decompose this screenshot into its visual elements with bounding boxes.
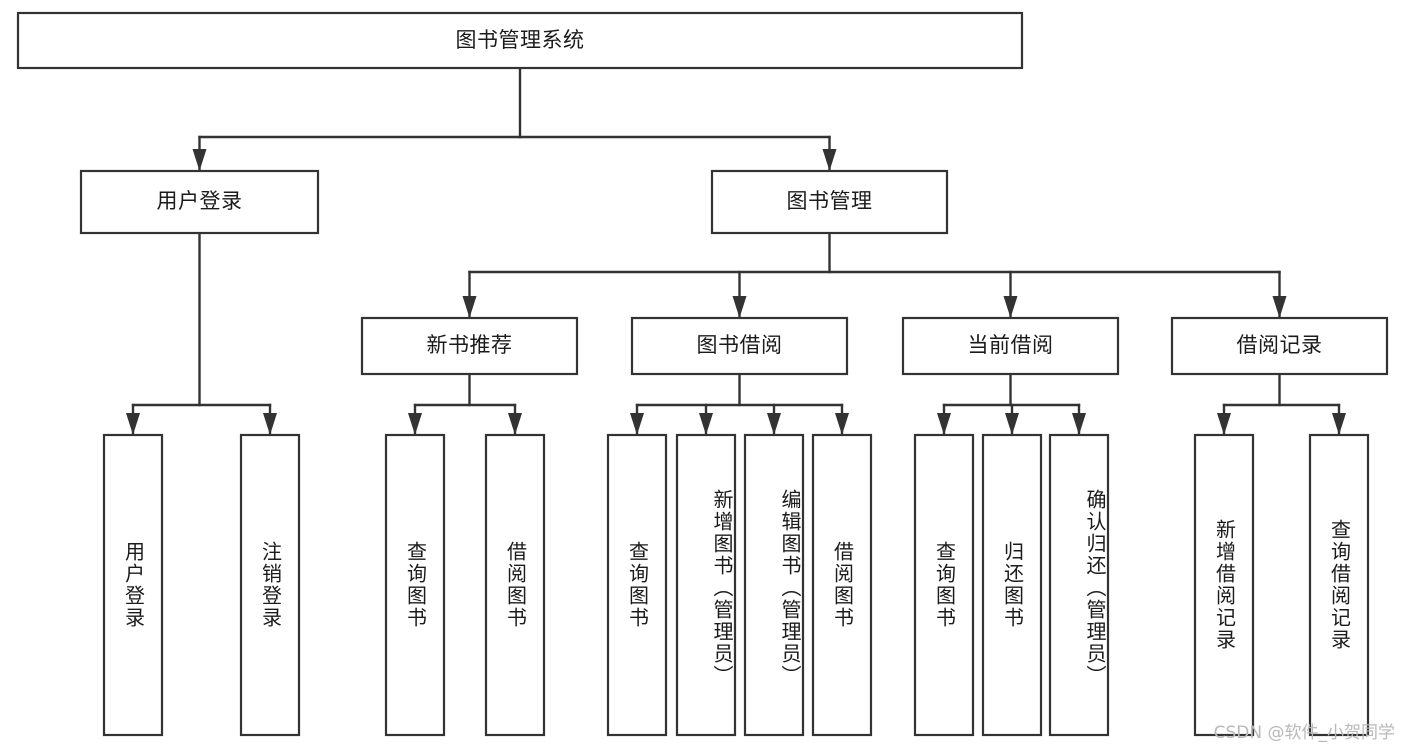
arrow-head-icon-borrow-record	[1272, 296, 1287, 318]
arrow-head-icon-leaf-add-borrow-record	[1217, 413, 1231, 435]
node-box-leaf-add-book	[675, 433, 737, 737]
node-box-leaf-query-borrow-record	[1308, 433, 1370, 737]
arrow-head-icon-leaf-confirm-return	[1072, 413, 1086, 435]
arrow-head-icon-leaf-add-book	[699, 413, 713, 435]
node-box-book-borrow	[630, 316, 849, 376]
node-box-leaf-logout	[239, 433, 301, 737]
arrow-head-icon-leaf-query-book-current	[937, 413, 951, 435]
arrow-head-icon-new-book-recommend	[462, 296, 477, 318]
arrow-head-icon-leaf-query-book-borrow	[630, 413, 644, 435]
arrow-head-icon-leaf-logout	[263, 413, 277, 435]
node-box-leaf-borrow-book-recommend	[484, 433, 546, 737]
node-box-leaf-add-borrow-record	[1193, 433, 1255, 737]
arrow-head-icon-current-borrow	[1003, 296, 1018, 318]
node-box-leaf-user-login	[102, 433, 164, 737]
node-box-leaf-edit-book	[743, 433, 805, 737]
node-box-root	[16, 11, 1024, 70]
arrow-head-icon-leaf-edit-book	[767, 413, 781, 435]
node-box-user-login	[79, 169, 320, 235]
node-box-leaf-borrow-book	[811, 433, 873, 737]
node-box-current-borrow	[901, 316, 1120, 376]
node-box-leaf-query-book-borrow	[606, 433, 668, 737]
arrow-head-icon-user-login	[192, 149, 207, 171]
arrow-head-icon-leaf-return-book	[1005, 413, 1019, 435]
node-box-leaf-confirm-return	[1048, 433, 1110, 737]
arrow-head-icon-leaf-query-borrow-record	[1332, 413, 1346, 435]
arrow-head-icon-leaf-query-book-recommend	[408, 413, 422, 435]
node-box-book-management	[710, 169, 949, 235]
arrow-head-icon-leaf-borrow-book-recommend	[508, 413, 522, 435]
arrow-head-icon-book-borrow	[732, 296, 747, 318]
arrow-head-icon-leaf-borrow-book	[835, 413, 849, 435]
node-box-new-book-recommend	[360, 316, 579, 376]
connector-lines	[126, 66, 1346, 437]
node-boxes	[16, 11, 1389, 737]
node-box-borrow-record	[1170, 316, 1389, 376]
node-box-leaf-query-book-recommend	[384, 433, 446, 737]
csdn-watermark: CSDN @软件_小贺同学	[1213, 723, 1395, 743]
arrow-head-icon-book-management	[822, 149, 837, 171]
arrow-head-icon-leaf-user-login	[126, 413, 140, 435]
node-box-leaf-return-book	[981, 433, 1043, 737]
node-box-leaf-query-book-current	[913, 433, 975, 737]
